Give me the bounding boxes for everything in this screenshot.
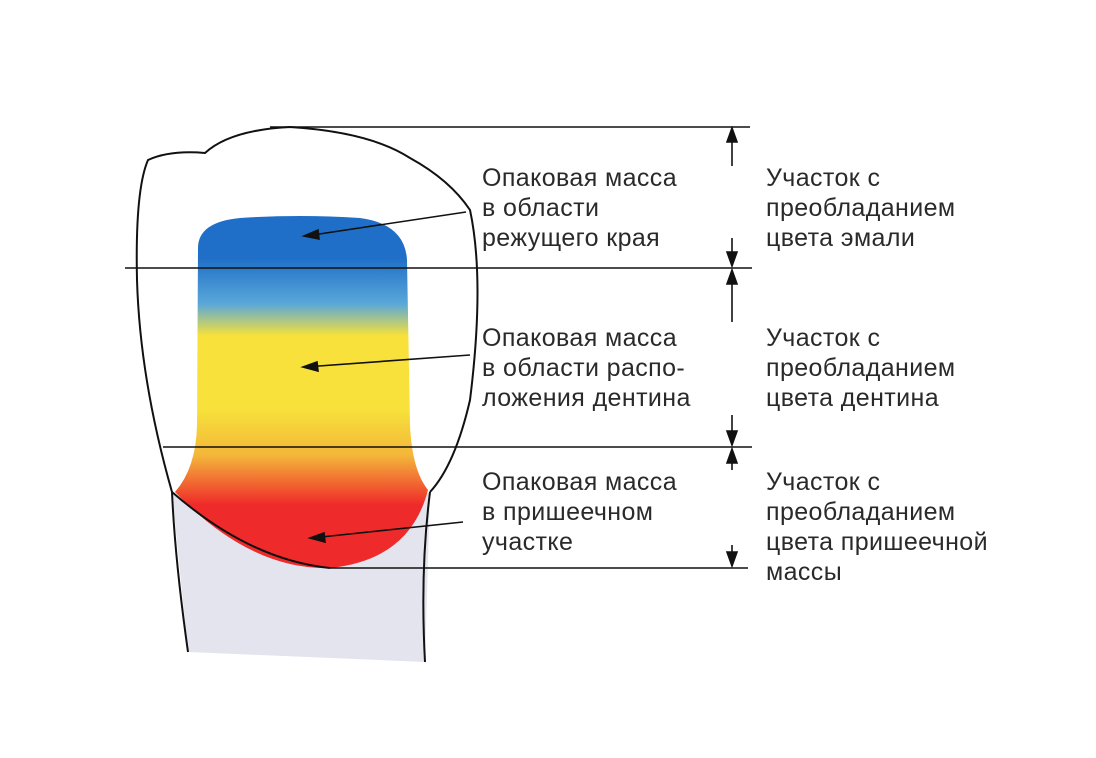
opaque-core [175,216,428,569]
mass-label-incisal: Опаковая масса в области режущего края [482,164,684,252]
root-outline-right [422,491,431,663]
dimension-arrows [725,125,739,569]
mass-label-cervical: Опаковая масса в пришеечном участке [482,468,684,556]
cervical-line [171,491,331,569]
region-label-enamel: Участок с преобладанием цвета эмали [766,164,963,252]
root-outline [171,491,189,653]
leader-lines [300,211,471,544]
region-label-dentin: Участок с преобладанием цвета дентина [766,324,963,412]
region-label-cervical: Участок с преобладанием цвета пришеечной… [766,468,995,586]
mass-label-dentin: Опаковая масса в области распо- ложения … [482,324,693,412]
